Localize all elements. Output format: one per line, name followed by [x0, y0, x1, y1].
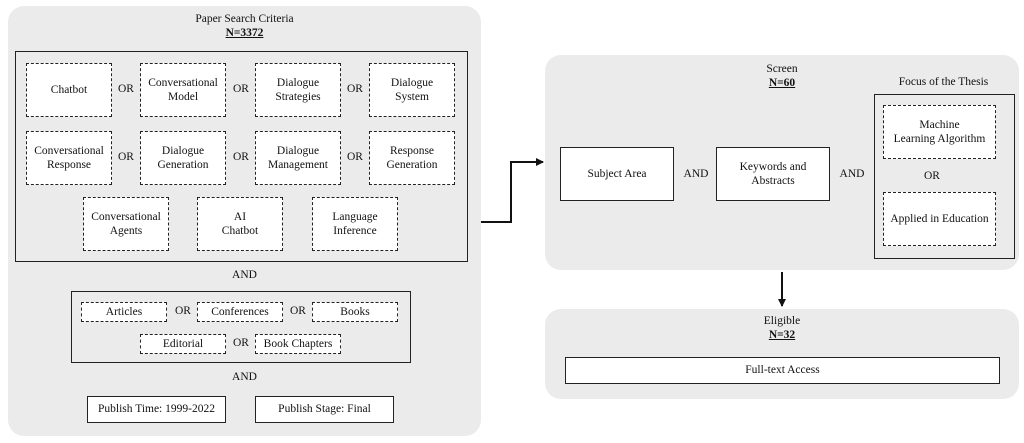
- publish-stage-box: Publish Stage: Final: [255, 396, 394, 423]
- or-operator: OR: [233, 83, 249, 95]
- term-dialogue-generation: Dialogue Generation: [140, 131, 226, 185]
- or-operator: OR: [175, 305, 191, 317]
- type-books: Books: [312, 302, 398, 322]
- term-language-inference: Language Inference: [312, 197, 398, 251]
- term-response-generation: Response Generation: [369, 131, 455, 185]
- screen-title: Screen: [766, 63, 798, 75]
- or-operator: OR: [924, 170, 940, 182]
- publish-time-box: Publish Time: 1999-2022: [87, 396, 226, 423]
- term-conversational-response: Conversational Response: [26, 131, 112, 185]
- and-operator: AND: [839, 168, 865, 180]
- or-operator: OR: [347, 83, 363, 95]
- type-articles: Articles: [81, 302, 167, 322]
- or-operator: OR: [118, 83, 134, 95]
- and-operator: AND: [232, 269, 257, 281]
- search-criteria-title: Paper Search Criteria: [195, 13, 294, 25]
- term-conversational-model: Conversational Model: [140, 63, 226, 117]
- type-editorial: Editorial: [140, 334, 226, 354]
- focus-applied-education: Applied in Education: [883, 192, 996, 246]
- arrow-search-to-screen: [481, 158, 544, 223]
- type-book-chapters: Book Chapters: [255, 334, 341, 354]
- or-operator: OR: [118, 151, 134, 163]
- full-text-access-box: Full-text Access: [565, 357, 1000, 384]
- eligible-title: Eligible: [763, 315, 801, 327]
- term-chatbot: Chatbot: [26, 63, 112, 117]
- term-dialogue-management: Dialogue Management: [255, 131, 341, 185]
- eligible-count: N=32: [768, 329, 796, 341]
- term-ai-chatbot: AI Chatbot: [197, 197, 283, 251]
- eligible-panel: [545, 309, 1019, 399]
- search-criteria-count: N=3372: [225, 27, 264, 39]
- focus-title: Focus of the Thesis: [898, 76, 989, 88]
- or-operator: OR: [233, 151, 249, 163]
- term-dialogue-strategies: Dialogue Strategies: [255, 63, 341, 117]
- keywords-abstracts-box: Keywords and Abstracts: [716, 147, 830, 201]
- focus-ml-algorithm: Machine Learning Algorithm: [883, 105, 996, 159]
- or-operator: OR: [347, 151, 363, 163]
- or-operator: OR: [233, 337, 249, 349]
- term-dialogue-system: Dialogue System: [369, 63, 455, 117]
- type-conferences: Conferences: [197, 302, 283, 322]
- focus-frame: [874, 94, 1015, 259]
- subject-area-box: Subject Area: [560, 147, 674, 201]
- and-operator: AND: [232, 371, 257, 383]
- document-type-frame: [71, 291, 411, 363]
- and-operator: AND: [683, 168, 709, 180]
- search-terms-frame: [15, 51, 468, 262]
- term-conversational-agents: Conversational Agents: [83, 197, 169, 251]
- or-operator: OR: [290, 305, 306, 317]
- screen-count: N=60: [768, 77, 796, 89]
